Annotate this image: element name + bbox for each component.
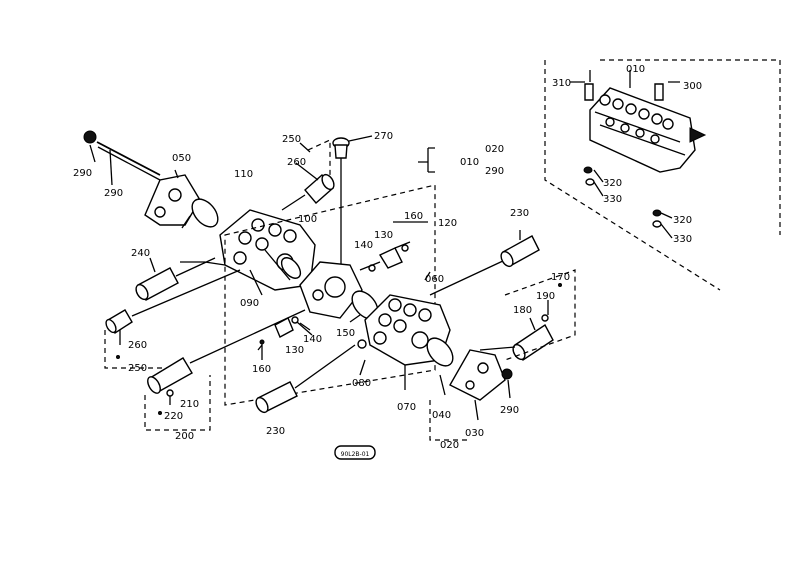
- spool-240: [135, 257, 216, 301]
- end-cover-030: [429, 349, 513, 441]
- label-070: 070: [397, 402, 416, 413]
- label-200: 200: [175, 431, 194, 442]
- label-320a: 320: [603, 178, 622, 189]
- label-030: 030: [465, 428, 484, 439]
- label-010-top: 010: [626, 64, 645, 75]
- valve-section-070: [357, 259, 506, 390]
- label-330b: 330: [673, 234, 692, 245]
- drawing-stamp: 90L2B-01: [334, 445, 376, 460]
- label-150: 150: [336, 328, 355, 339]
- label-090: 090: [240, 298, 259, 309]
- label-210: 210: [180, 399, 199, 410]
- label-260-top: 260: [287, 157, 306, 168]
- label-060: 060: [425, 274, 444, 285]
- part-labels: 010 300 310 320 330 320 330 010 020 290 …: [73, 64, 702, 451]
- label-180: 180: [513, 305, 532, 316]
- label-120: 120: [438, 218, 457, 229]
- left-rod-assembly: [83, 130, 219, 228]
- label-250-bot: 250: [128, 363, 147, 374]
- leader-lines: [119, 147, 549, 396]
- label-290-nut: 290: [73, 168, 92, 179]
- label-140-bot: 140: [303, 334, 322, 345]
- label-020-bot: 020: [440, 440, 459, 451]
- label-240: 240: [131, 248, 150, 259]
- spool-230-lower: [255, 344, 356, 414]
- label-290-ref: 290: [485, 166, 504, 177]
- cap-260-upper: [281, 139, 335, 211]
- label-310: 310: [552, 78, 571, 89]
- label-160-bot: 160: [252, 364, 271, 375]
- label-160-top: 160: [404, 211, 423, 222]
- label-130-bot: 130: [285, 345, 304, 356]
- label-100: 100: [298, 214, 317, 225]
- spool-230-upper: [500, 230, 540, 268]
- label-040: 040: [432, 410, 451, 421]
- label-300: 300: [683, 81, 702, 92]
- label-170: 170: [551, 272, 570, 283]
- assembled-valve-inset: [544, 59, 781, 291]
- spool-180: [479, 269, 576, 362]
- label-290-bot: 290: [500, 405, 519, 416]
- label-270: 270: [374, 131, 393, 142]
- valve-section-120: [224, 184, 436, 406]
- label-320b: 320: [673, 215, 692, 226]
- stamp-text: 90L2B-01: [341, 451, 370, 458]
- label-230-top: 230: [510, 208, 529, 219]
- label-110: 110: [234, 169, 253, 180]
- plug-270: [332, 135, 373, 265]
- label-250-top: 250: [282, 134, 301, 145]
- label-130-top: 130: [374, 230, 393, 241]
- label-330a: 330: [603, 194, 622, 205]
- label-080: 080: [352, 378, 371, 389]
- cap-260-lower: [104, 269, 241, 369]
- spool-210: [144, 309, 306, 431]
- label-220: 220: [164, 411, 183, 422]
- label-050: 050: [172, 153, 191, 164]
- label-190: 190: [536, 291, 555, 302]
- label-290-rod: 290: [104, 188, 123, 199]
- label-140-top: 140: [354, 240, 373, 251]
- label-020-ref: 020: [485, 144, 504, 155]
- label-230-bot: 230: [266, 426, 285, 437]
- label-010-ref: 010: [460, 157, 479, 168]
- label-260-bot: 260: [128, 340, 147, 351]
